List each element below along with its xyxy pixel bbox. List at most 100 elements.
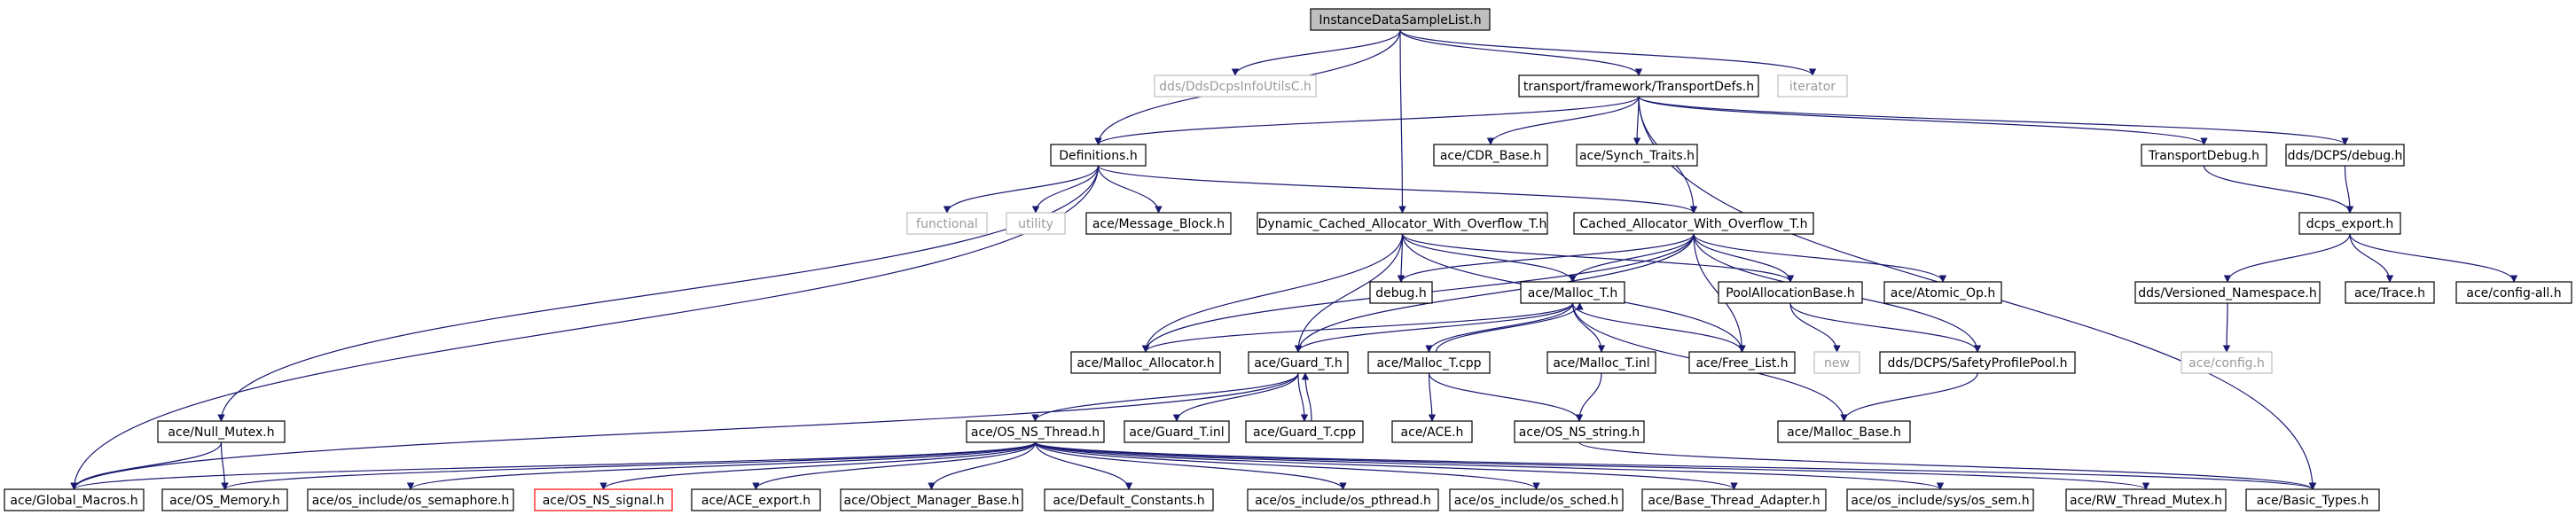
node-msgblock[interactable]: ace/Message_Block.h xyxy=(1085,212,1232,235)
node-basethread[interactable]: ace/Base_Thread_Adapter.h xyxy=(1641,488,1827,511)
node-box[interactable] xyxy=(966,420,1105,443)
node-box[interactable] xyxy=(1514,420,1645,443)
node-freelist[interactable]: ace/Free_List.h xyxy=(1688,351,1796,374)
node-ossched[interactable]: ace/os_include/os_sched.h xyxy=(1449,488,1624,511)
node-tdebug[interactable]: TransportDebug.h xyxy=(2141,144,2267,167)
node-versioned[interactable]: dds/Versioned_Namespace.h xyxy=(2134,281,2321,304)
node-box[interactable] xyxy=(2134,281,2321,304)
node-globalmacros[interactable]: ace/Global_Macros.h xyxy=(4,488,145,511)
node-box[interactable] xyxy=(906,212,988,235)
node-ospthread[interactable]: ace/os_include/os_pthread.h xyxy=(1247,488,1439,511)
node-box[interactable] xyxy=(307,488,514,511)
node-osnsthread[interactable]: ace/OS_NS_Thread.h xyxy=(966,420,1105,443)
node-box[interactable] xyxy=(1245,420,1364,443)
node-box[interactable] xyxy=(2455,281,2572,304)
node-box[interactable] xyxy=(1367,351,1491,374)
node-safetypool[interactable]: dds/DCPS/SafetyProfilePool.h xyxy=(1879,351,2076,374)
node-box[interactable] xyxy=(1879,351,2076,374)
node-box[interactable] xyxy=(1576,144,1698,167)
node-box[interactable] xyxy=(2285,144,2405,167)
node-box[interactable] xyxy=(1310,8,1491,31)
node-guardtcpp[interactable]: ace/Guard_T.cpp xyxy=(1245,420,1364,443)
node-atomic[interactable]: ace/Atomic_Op.h xyxy=(1883,281,2002,304)
node-box[interactable] xyxy=(691,488,821,511)
node-box[interactable] xyxy=(2298,212,2401,235)
node-box[interactable] xyxy=(1883,281,2002,304)
node-box[interactable] xyxy=(2245,488,2380,511)
node-caowo[interactable]: Cached_Allocator_With_Overflow_T.h xyxy=(1573,212,1814,235)
node-box[interactable] xyxy=(1688,351,1796,374)
node-box[interactable] xyxy=(1546,351,1656,374)
node-new[interactable]: new xyxy=(1813,351,1860,374)
node-box[interactable] xyxy=(1518,74,1759,98)
node-box[interactable] xyxy=(1369,281,1433,304)
node-aceexport[interactable]: ace/ACE_export.h xyxy=(691,488,821,511)
node-synch[interactable]: ace/Synch_Traits.h xyxy=(1576,144,1698,167)
node-utility[interactable]: utility xyxy=(1006,212,1066,235)
node-box[interactable] xyxy=(4,488,145,511)
node-malloct[interactable]: ace/Malloc_T.h xyxy=(1520,281,1625,304)
node-definitions[interactable]: Definitions.h xyxy=(1050,144,1147,167)
node-box[interactable] xyxy=(1846,488,2034,511)
node-box[interactable] xyxy=(1050,144,1147,167)
node-dcpsexport[interactable]: dcps_export.h xyxy=(2298,212,2401,235)
node-box[interactable] xyxy=(1777,74,1848,98)
node-osnsstring[interactable]: ace/OS_NS_string.h xyxy=(1514,420,1645,443)
node-box[interactable] xyxy=(1573,212,1814,235)
node-box[interactable] xyxy=(840,488,1023,511)
node-box[interactable] xyxy=(1433,144,1548,167)
node-guardtinl[interactable]: ace/Guard_T.inl xyxy=(1124,420,1230,443)
node-guardt[interactable]: ace/Guard_T.h xyxy=(1248,351,1349,374)
node-box[interactable] xyxy=(1257,212,1548,235)
node-cdrbase[interactable]: ace/CDR_Base.h xyxy=(1433,144,1548,167)
node-box[interactable] xyxy=(1124,420,1230,443)
node-tdefs[interactable]: transport/framework/TransportDefs.h xyxy=(1518,74,1759,98)
node-dcaowo[interactable]: Dynamic_Cached_Allocator_With_Overflow_T… xyxy=(1257,212,1548,235)
node-debug[interactable]: debug.h xyxy=(1369,281,1433,304)
node-box[interactable] xyxy=(1248,351,1349,374)
node-mallocbase[interactable]: ace/Malloc_Base.h xyxy=(1777,420,1911,443)
node-trace[interactable]: ace/Trace.h xyxy=(2345,281,2435,304)
node-ace[interactable]: ace/ACE.h xyxy=(1391,420,1473,443)
node-osmemory[interactable]: ace/OS_Memory.h xyxy=(161,488,288,511)
node-box[interactable] xyxy=(2141,144,2267,167)
node-box[interactable] xyxy=(1391,420,1473,443)
node-box[interactable] xyxy=(1044,488,1214,511)
node-poolalloc[interactable]: PoolAllocationBase.h xyxy=(1718,281,1863,304)
node-basictypes[interactable]: ace/Basic_Types.h xyxy=(2245,488,2380,511)
node-dcpsdebug[interactable]: dds/DCPS/debug.h xyxy=(2285,144,2405,167)
node-box[interactable] xyxy=(1006,212,1066,235)
node-iterator[interactable]: iterator xyxy=(1777,74,1848,98)
node-box[interactable] xyxy=(534,488,673,511)
node-box[interactable] xyxy=(1718,281,1863,304)
node-box[interactable] xyxy=(1449,488,1624,511)
node-box[interactable] xyxy=(1085,212,1232,235)
node-malloctcpp[interactable]: ace/Malloc_T.cpp xyxy=(1367,351,1491,374)
node-box[interactable] xyxy=(1641,488,1827,511)
node-box[interactable] xyxy=(1070,351,1221,374)
node-box[interactable] xyxy=(2181,351,2273,374)
node-mallocalloc[interactable]: ace/Malloc_Allocator.h xyxy=(1070,351,1221,374)
node-box[interactable] xyxy=(2345,281,2435,304)
node-nullmutex[interactable]: ace/Null_Mutex.h xyxy=(157,420,286,443)
node-ddsinfo[interactable]: dds/DdsDcpsInfoUtilsC.h xyxy=(1154,74,1317,98)
node-syssem[interactable]: ace/os_include/sys/os_sem.h xyxy=(1846,488,2034,511)
node-box[interactable] xyxy=(157,420,286,443)
node-config[interactable]: ace/config.h xyxy=(2181,351,2273,374)
node-box[interactable] xyxy=(1520,281,1625,304)
node-box[interactable] xyxy=(2065,488,2227,511)
node-root[interactable]: InstanceDataSampleList.h xyxy=(1310,8,1491,31)
node-box[interactable] xyxy=(1777,420,1911,443)
node-box[interactable] xyxy=(1154,74,1317,98)
node-functional[interactable]: functional xyxy=(906,212,988,235)
node-box[interactable] xyxy=(1247,488,1439,511)
node-configall[interactable]: ace/config-all.h xyxy=(2455,281,2572,304)
node-osnssignal[interactable]: ace/OS_NS_signal.h xyxy=(534,488,673,511)
node-rwmutex[interactable]: ace/RW_Thread_Mutex.h xyxy=(2065,488,2227,511)
node-defconst[interactable]: ace/Default_Constants.h xyxy=(1044,488,1214,511)
node-ossemaphore[interactable]: ace/os_include/os_semaphore.h xyxy=(307,488,514,511)
node-objmgr[interactable]: ace/Object_Manager_Base.h xyxy=(840,488,1023,511)
node-box[interactable] xyxy=(161,488,288,511)
node-box[interactable] xyxy=(1813,351,1860,374)
node-malloctinl[interactable]: ace/Malloc_T.inl xyxy=(1546,351,1656,374)
